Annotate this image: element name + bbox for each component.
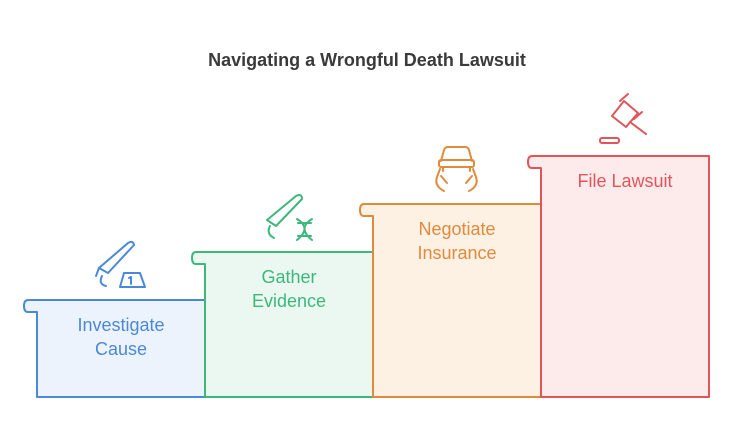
diagram-title: Navigating a Wrongful Death Lawsuit — [208, 50, 526, 70]
step-negotiate-insurance — [359, 203, 542, 398]
step-label-investigate-cause: Investigate Cause — [37, 313, 205, 361]
step-investigate-cause — [23, 299, 206, 398]
step-label-file-lawsuit: File Lawsuit — [541, 169, 709, 193]
step-label-negotiate-insurance: Negotiate Insurance — [373, 217, 541, 265]
scalpel-dna-icon — [266, 194, 313, 241]
step-label-line: File Lawsuit — [577, 171, 673, 191]
step-gather-evidence — [191, 251, 374, 398]
step-label-gather-evidence: Gather Evidence — [205, 265, 373, 313]
step-label-line: Cause — [94, 339, 148, 359]
step-label-line: Gather — [261, 267, 317, 287]
step-label-line: Negotiate — [418, 219, 496, 239]
gavel-icon — [599, 93, 647, 144]
step-label-line: Insurance — [417, 243, 497, 263]
hands-car-icon — [435, 146, 478, 192]
step-label-line: Evidence — [251, 291, 327, 311]
step-label-line: Investigate — [77, 315, 165, 335]
investigation-pen-evidence-marker-icon — [95, 240, 146, 288]
step-file-lawsuit — [527, 155, 710, 398]
